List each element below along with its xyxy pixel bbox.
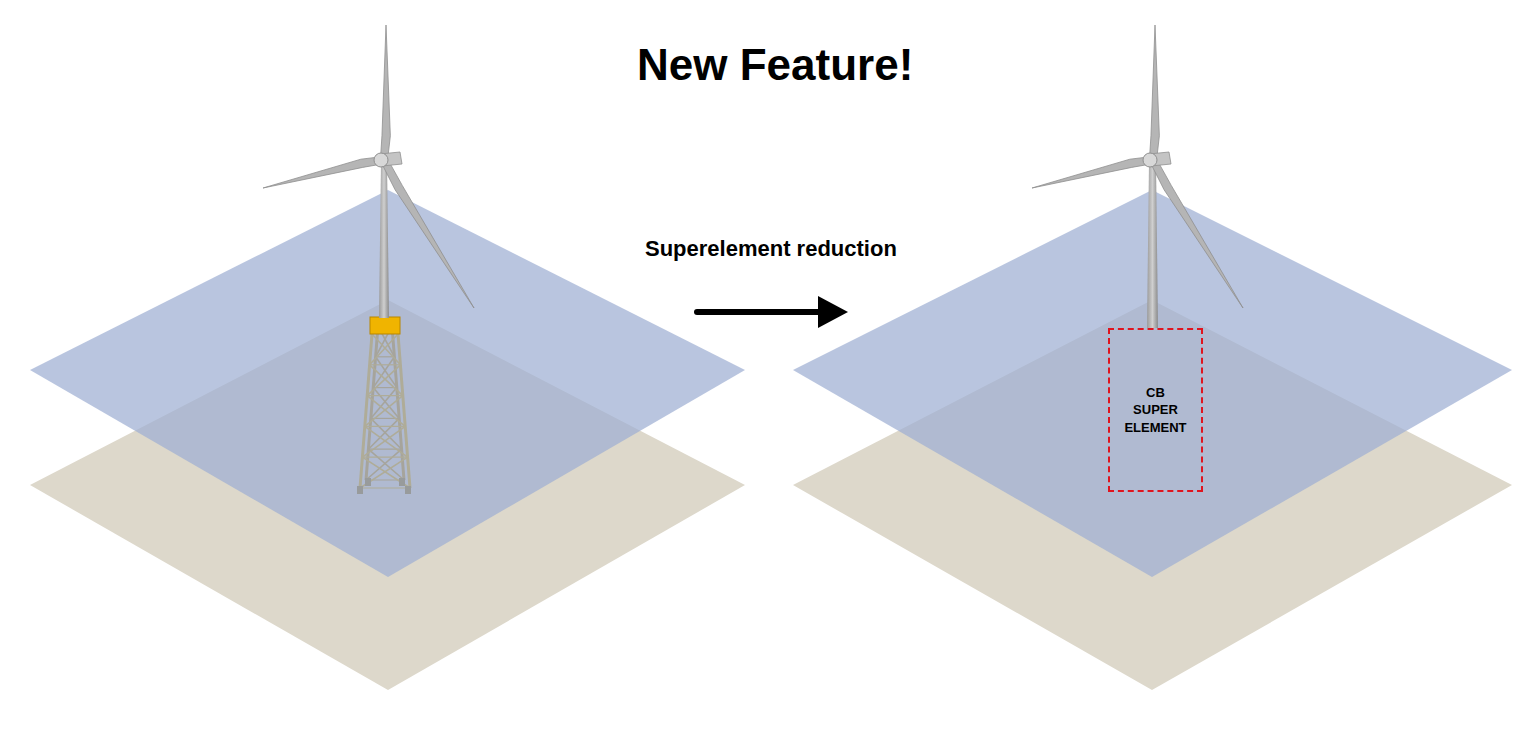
rotor <box>1032 25 1243 308</box>
blade <box>263 156 385 188</box>
process-arrow <box>697 309 822 315</box>
tower <box>379 162 389 318</box>
title: New Feature! <box>637 40 913 90</box>
blade <box>380 25 390 160</box>
superelement-box: CB SUPER ELEMENT <box>1108 328 1203 492</box>
tower <box>1147 162 1158 328</box>
blade <box>1149 25 1159 160</box>
node-label: CB SUPER ELEMENT <box>1124 384 1186 437</box>
blade <box>1032 156 1154 188</box>
blade <box>381 158 474 308</box>
hub <box>374 153 388 167</box>
annotation-label: Superelement reduction <box>645 236 897 262</box>
transition-piece <box>370 317 400 334</box>
arrow-head <box>818 296 848 328</box>
blade <box>1150 158 1243 308</box>
rotor <box>263 25 474 308</box>
hub <box>1143 153 1157 167</box>
